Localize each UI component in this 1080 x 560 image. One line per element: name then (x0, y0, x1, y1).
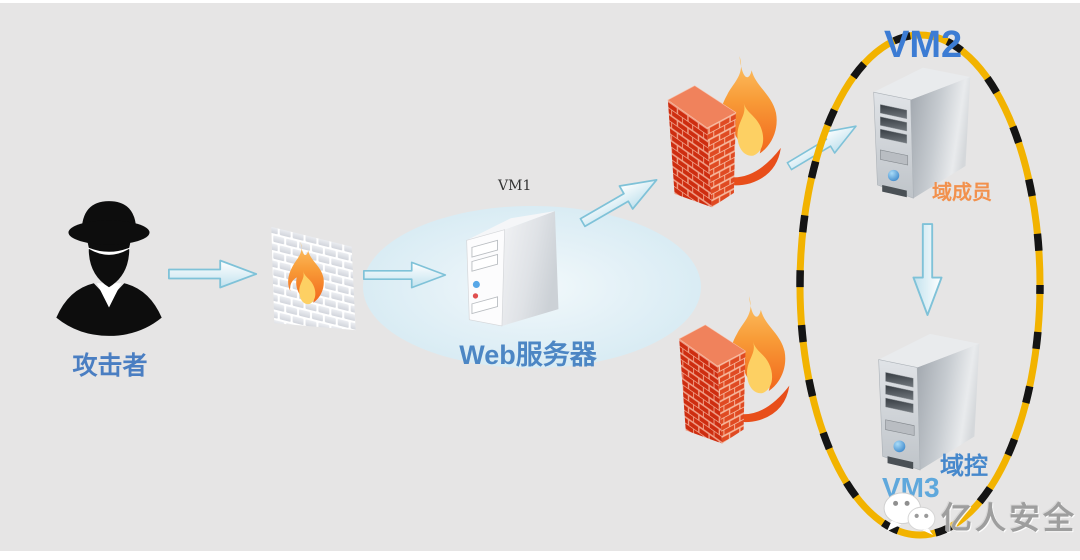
arrow-firewall-to-webserver (363, 261, 447, 289)
firewall-gray-icon (271, 226, 356, 331)
vm2-role-label: 域成员 (932, 182, 992, 204)
top-margin (0, 0, 1080, 3)
spy-icon (56, 201, 162, 336)
vm3-role-label: 域控 (940, 453, 988, 480)
bottom-margin (0, 551, 1080, 560)
web-server-label: Web服务器 (459, 340, 597, 370)
vm1-tag: VM1 (498, 178, 532, 194)
domain-boundary-ellipse (796, 31, 1044, 539)
firewall-red-icon (668, 296, 794, 450)
vm2-tag: VM2 (884, 24, 963, 66)
attacker-label: 攻击者 (72, 352, 148, 380)
firewall-red-icon (656, 56, 786, 214)
wechat-icon (883, 492, 936, 536)
arrow-attacker-to-firewall (168, 259, 258, 289)
web-server-tower-icon (466, 211, 559, 327)
watermark-text: 亿人安全 (941, 501, 1077, 536)
